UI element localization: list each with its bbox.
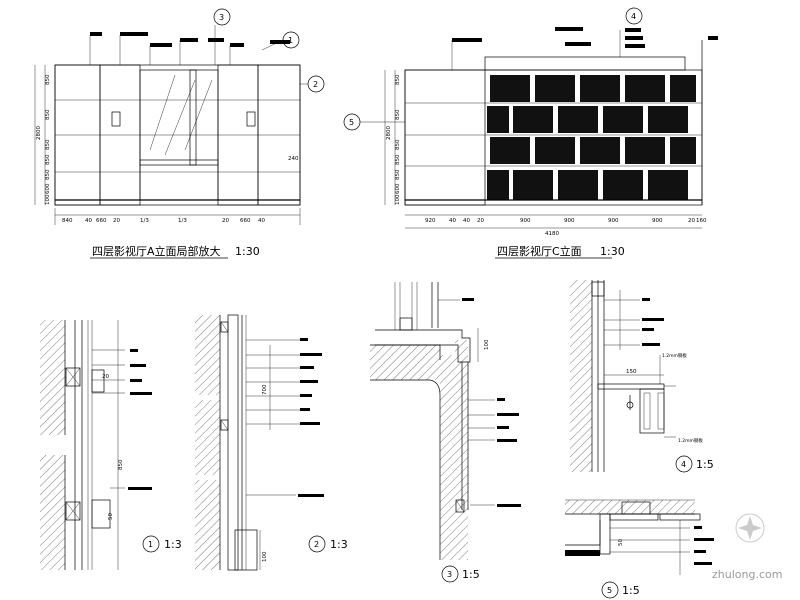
elev-a-vdim: 850 xyxy=(45,169,51,180)
elev-c-hdim: 20 xyxy=(477,218,484,224)
watermark-text: zhulong.com xyxy=(712,568,782,581)
elev-c-caption: 四层影视厅C立面 xyxy=(497,244,582,258)
detail-2-dim: 700 xyxy=(262,384,268,395)
elev-c-vdim: 850 xyxy=(395,169,401,180)
elev-c-vdim: 850 xyxy=(395,139,401,150)
elev-a-callout: 3 xyxy=(219,13,224,22)
elev-a-hdim: 840 xyxy=(62,218,73,224)
watermark-logo-icon xyxy=(735,513,765,543)
elev-a-hdim: 1/3 xyxy=(140,218,149,224)
elev-a-callout: 1 xyxy=(288,36,293,45)
detail-4-scale: 1:5 xyxy=(696,458,714,471)
elev-c-vdim: 850 xyxy=(395,154,401,165)
elev-a-vdim: 100 xyxy=(45,194,51,205)
elev-a-caption: 四层影视厅A立面局部放大 xyxy=(92,244,221,258)
elev-c-hdim: 20 xyxy=(688,218,695,224)
elev-a-hdim: 660 xyxy=(240,218,251,224)
elev-a-vdim: 850 xyxy=(45,154,51,165)
elev-c-scale: 1:30 xyxy=(600,245,625,258)
detail-4-note: 1.2mm钢板 xyxy=(662,352,687,359)
detail-1-dim: 50 xyxy=(108,513,114,520)
elev-a-vdim: 850 xyxy=(45,139,51,150)
elev-a-vdim: 850 xyxy=(45,74,51,85)
detail-2-dim: 100 xyxy=(262,551,268,562)
elev-a-hdim: 40 xyxy=(85,218,92,224)
elev-a-hdim: 1/3 xyxy=(178,218,187,224)
elev-c-height-dim: 2800 xyxy=(386,126,392,140)
elev-c-hdim: 40 xyxy=(449,218,456,224)
elev-c-callout: 5 xyxy=(349,118,354,127)
detail-1 xyxy=(40,320,160,570)
elev-a-callout: 2 xyxy=(313,80,318,89)
detail-1-scale: 1:3 xyxy=(164,538,182,551)
detail-4-note: 1.2mm钢板 xyxy=(678,437,703,444)
panel-grid xyxy=(487,75,696,200)
elev-c-total-dim: 4180 xyxy=(545,231,559,237)
detail-3-scale: 1:5 xyxy=(462,568,480,581)
elev-c-hdim: 160 xyxy=(696,218,707,224)
elev-c-vdim: 600 xyxy=(395,183,401,194)
elev-c-callout: 4 xyxy=(631,12,636,21)
detail-3-number: 3 xyxy=(447,570,452,579)
detail-5-number: 5 xyxy=(607,586,612,595)
elev-c-vdim: 850 xyxy=(395,74,401,85)
elevation-c xyxy=(343,7,718,229)
detail-3-dim: 100 xyxy=(484,339,490,350)
elev-a-vdim: 600 xyxy=(45,183,51,194)
elev-a-hdim: 20 xyxy=(113,218,120,224)
elev-a-height-dim: 2800 xyxy=(36,126,42,140)
elev-a-side-dim: 240 xyxy=(288,156,299,162)
detail-4-dim: 150 xyxy=(626,369,637,375)
elev-c-hdim: 900 xyxy=(564,218,575,224)
elev-c-hdim: 900 xyxy=(608,218,619,224)
detail-4 xyxy=(570,280,693,473)
detail-3 xyxy=(370,282,521,583)
elev-a-scale: 1:30 xyxy=(235,245,260,258)
elev-a-hdim: 20 xyxy=(222,218,229,224)
detail-2-scale: 1:3 xyxy=(330,538,348,551)
detail-2 xyxy=(195,314,326,571)
elev-c-hdim: 40 xyxy=(463,218,470,224)
detail-2-number: 2 xyxy=(314,540,319,549)
detail-1-dim: 850 xyxy=(118,459,124,470)
detail-5 xyxy=(565,499,714,599)
elev-a-hdim: 40 xyxy=(258,218,265,224)
detail-5-dim: 50 xyxy=(618,539,624,546)
detail-1-dim: 20 xyxy=(102,374,109,380)
detail-4-number: 4 xyxy=(681,460,686,469)
elev-a-hdim: 660 xyxy=(96,218,107,224)
elevation-a xyxy=(34,8,325,225)
elev-c-vdim: 850 xyxy=(395,109,401,120)
detail-5-scale: 1:5 xyxy=(622,584,640,597)
elev-c-hdim: 900 xyxy=(652,218,663,224)
elev-c-vdim: 100 xyxy=(395,194,401,205)
detail-1-number: 1 xyxy=(148,540,153,549)
elev-c-hdim: 920 xyxy=(425,218,436,224)
elev-a-vdim: 850 xyxy=(45,109,51,120)
elev-c-hdim: 900 xyxy=(520,218,531,224)
